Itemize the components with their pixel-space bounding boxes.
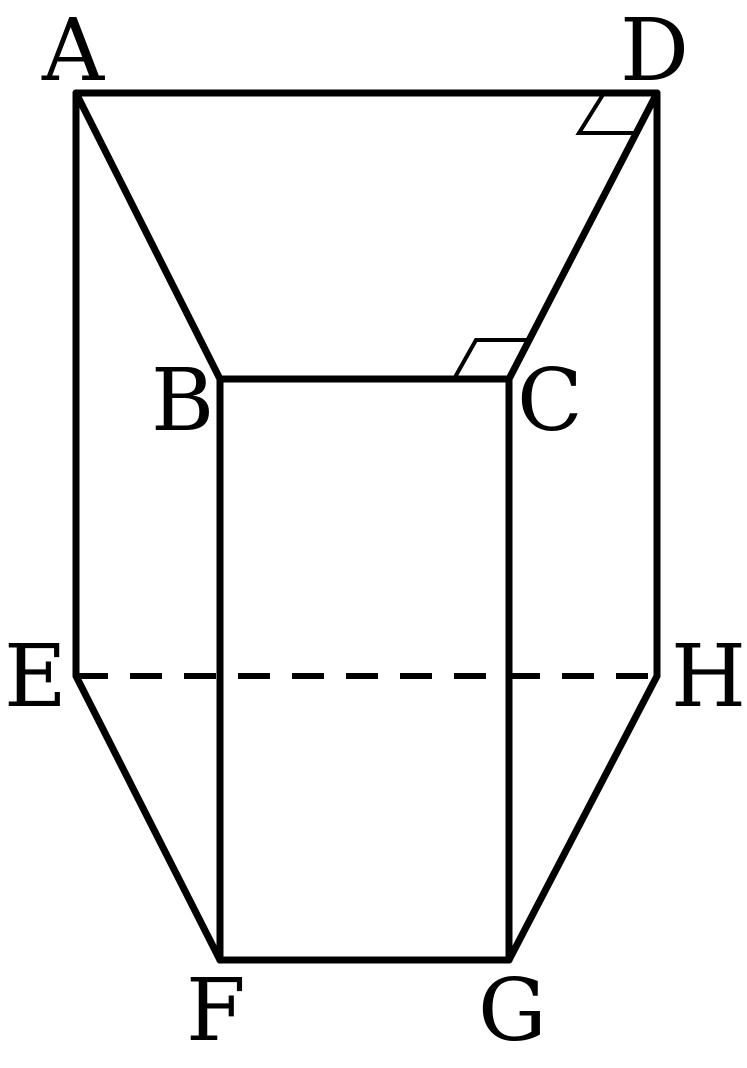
vertex-label-f: F (186, 961, 246, 1061)
edge-ab (72, 89, 224, 383)
right-angle-mark-d (575, 91, 633, 135)
vertex-label-c: C (517, 351, 583, 451)
edge-hg (505, 672, 661, 964)
vertex-label-b: B (151, 351, 214, 451)
edge-dc (505, 89, 661, 383)
edge-ef (72, 672, 224, 964)
vertex-label-e: E (4, 627, 67, 727)
vertex-label-g: G (478, 961, 547, 1061)
vertex-label-d: D (620, 1, 689, 101)
vertex-label-h: H (671, 627, 746, 727)
right-angle-mark-c (452, 338, 527, 380)
vertex-label-a: A (41, 1, 105, 101)
